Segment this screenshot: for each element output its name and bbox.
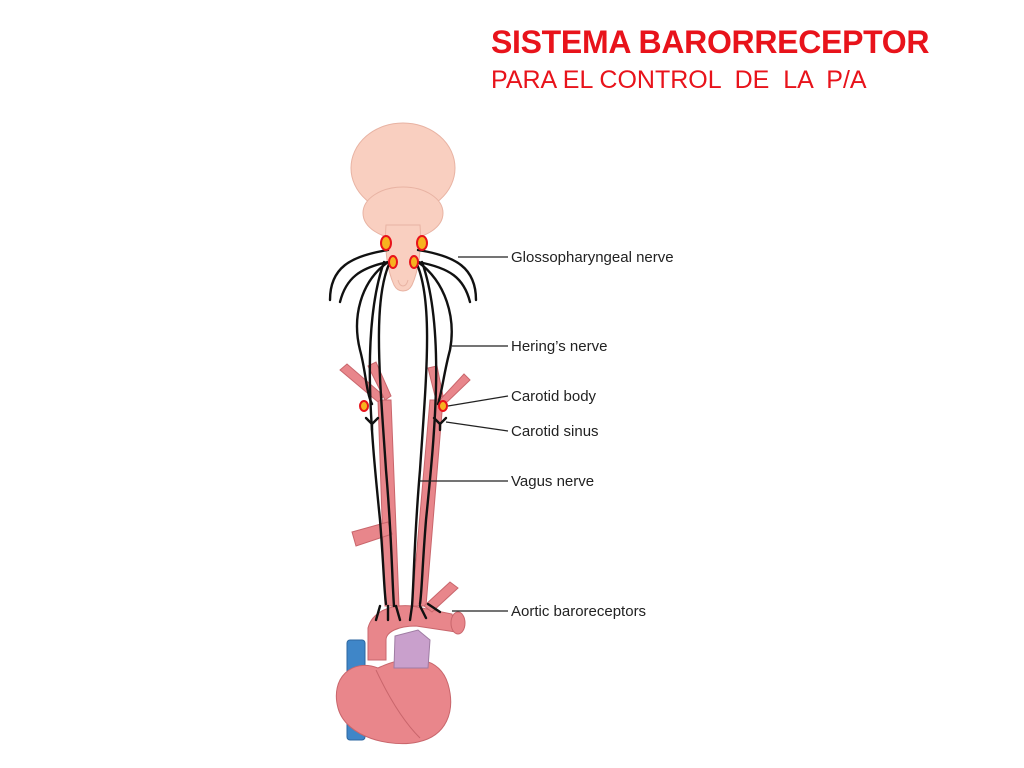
label-glossopharyngeal-nerve: Glossopharyngeal nerve (511, 249, 674, 266)
label-carotid-sinus: Carotid sinus (511, 423, 599, 440)
carotid-body-right (438, 400, 448, 412)
nerves (328, 248, 478, 622)
ganglia (359, 235, 448, 412)
label-aortic-baroreceptors: Aortic baroreceptors (511, 603, 646, 620)
pulmonary-trunk (393, 629, 431, 669)
slide-subtitle: PARA EL CONTROL DE LA P/A (491, 66, 867, 94)
brain (350, 122, 456, 292)
label-herings-nerve: Hering’s nerve (511, 338, 607, 355)
label-vagus-nerve: Vagus nerve (511, 473, 594, 490)
label-carotid-body: Carotid body (511, 388, 597, 405)
carotid-body-left (359, 400, 369, 412)
leader-lines (420, 256, 509, 612)
heart (335, 629, 452, 745)
slide-title: SISTEMA BARORRECEPTOR (491, 24, 930, 60)
